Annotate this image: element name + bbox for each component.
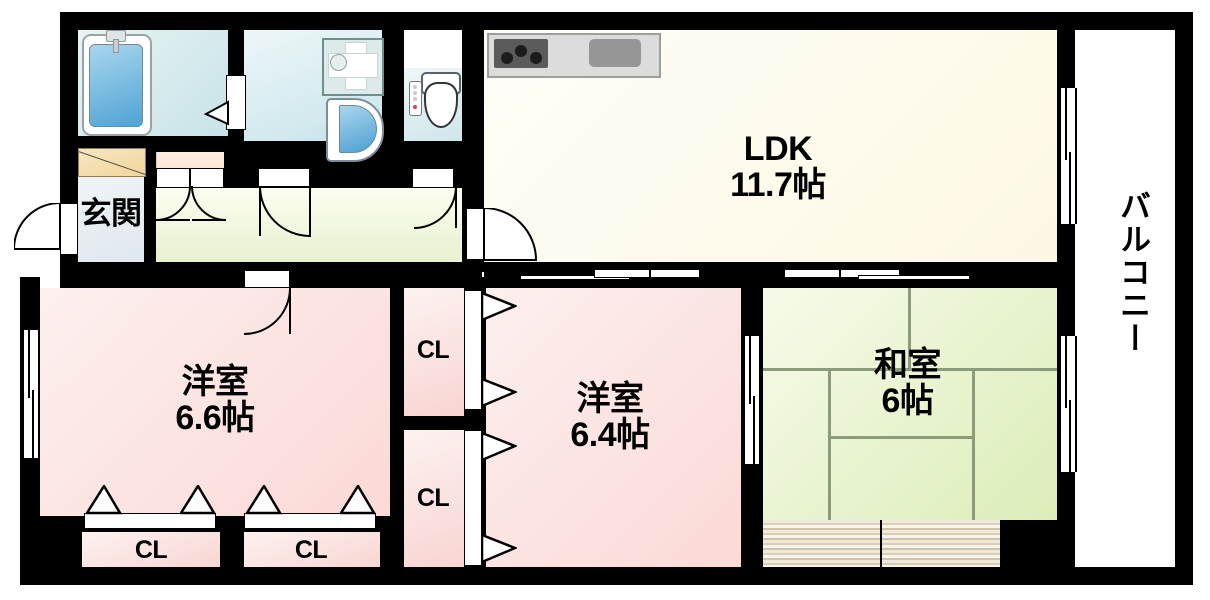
- wall-closet-left-divider: [220, 516, 244, 569]
- door-ldk-swing: [484, 208, 538, 262]
- window-yoshitsu-left: [22, 330, 40, 458]
- door-yoshitsu-left-panel[interactable]: [244, 270, 290, 288]
- yoshitsu-mid-name: 洋室: [576, 380, 645, 418]
- bathtub-spout: [113, 39, 119, 53]
- window-washitsu-balcony: [1059, 336, 1077, 472]
- stove-burner: [501, 52, 513, 64]
- tatami-seam: [908, 288, 911, 368]
- door-ldk-panel[interactable]: [466, 208, 484, 260]
- wall-cl-divider: [390, 416, 478, 430]
- oshiire-door-line: [880, 520, 882, 568]
- closet-fold-mid-4: [481, 534, 517, 564]
- wall-washroom-toilet: [382, 12, 404, 142]
- room-label-genkan: 玄関: [80, 196, 143, 231]
- yoshitsu-mid-size: 6.4帖: [570, 415, 650, 454]
- door-toilet-panel[interactable]: [412, 168, 454, 188]
- washitsu-size: 6帖: [881, 381, 934, 420]
- bathtub-basin: [89, 44, 143, 127]
- washitsu-name: 和室: [874, 346, 942, 384]
- window-yoshitsu-mid: [743, 336, 761, 464]
- closet-left-2: [242, 531, 380, 569]
- wall-right-outer: [1175, 12, 1193, 585]
- room-label-balcony: バルコニー: [1115, 190, 1150, 355]
- closet-door-mid-1a[interactable]: [464, 290, 482, 410]
- yoshitsu-left-name: 洋室: [181, 363, 250, 401]
- wall-washitsu-right-lower: [1000, 520, 1060, 570]
- stove-burner: [530, 52, 542, 64]
- closet-label-mid-1: CL: [416, 336, 450, 364]
- wall-balcony-bottom: [1072, 567, 1193, 585]
- kitchen-sink: [589, 39, 641, 67]
- wall-between-bedrooms: [390, 277, 404, 585]
- door-entrance-swing: [14, 203, 62, 259]
- ldk-name: LDK: [743, 130, 813, 168]
- door-hall-closet-left[interactable]: [156, 168, 190, 188]
- closet-fold-mid-1: [481, 292, 517, 322]
- closet-mid-2: [402, 428, 464, 569]
- door-washroom-panel[interactable]: [258, 168, 310, 188]
- wall-top: [60, 12, 1193, 30]
- door-hall-closet-swing-right: [190, 186, 226, 222]
- room-label-yoshitsu-mid: 洋室 6.4帖: [490, 380, 730, 454]
- closet-label-mid-2: CL: [416, 484, 450, 512]
- yoshitsu-left-size: 6.6帖: [175, 398, 255, 437]
- room-label-yoshitsu-left: 洋室 6.6帖: [90, 363, 340, 437]
- stove-burner: [515, 45, 527, 57]
- wall-closet-left-edge1: [40, 516, 82, 569]
- closet-fold-left-4: [340, 485, 376, 515]
- door-entrance-panel[interactable]: [60, 203, 78, 255]
- toilet-panel-dot: [413, 85, 417, 89]
- tatami-seam: [828, 436, 975, 439]
- closet-left-1: [82, 531, 220, 569]
- toilet-bowl: [424, 82, 458, 128]
- closet-door-left-2[interactable]: [244, 513, 376, 529]
- room-yoshitsu-mid: [485, 288, 741, 569]
- sliding-door-ldk-washitsu[interactable]: [784, 268, 970, 284]
- door-hall-closet-right[interactable]: [190, 168, 224, 188]
- closet-label-left-1: CL: [134, 536, 168, 564]
- closet-fold-left-2: [180, 485, 216, 515]
- closet-fold-left-1: [86, 485, 122, 515]
- wall-bottom: [20, 567, 1075, 585]
- window-ldk-balcony: [1059, 88, 1077, 224]
- closet-door-left-1[interactable]: [84, 513, 216, 529]
- closet-fold-left-3: [246, 485, 282, 515]
- closet-label-left-2: CL: [294, 536, 328, 564]
- wall-toilet-ldk: [462, 12, 484, 272]
- room-yoshitsu-left: [40, 288, 390, 516]
- sliding-door-ldk-yoshitsu[interactable]: [520, 268, 700, 284]
- tatami-seam: [762, 368, 1057, 371]
- wall-genkan-right: [144, 136, 156, 272]
- tatami-seam: [972, 368, 975, 520]
- room-label-ldk: LDK 11.7帖: [648, 130, 908, 204]
- ldk-size: 11.7帖: [730, 165, 826, 204]
- tatami-seam: [828, 368, 831, 520]
- door-toilet-swing: [412, 186, 458, 230]
- wall-closet-left-edge2: [380, 516, 392, 569]
- closet-fold-mid-2: [481, 378, 517, 408]
- door-yoshitsu-left-swing: [244, 288, 292, 336]
- closet-fold-mid-3: [481, 432, 517, 462]
- closet-door-mid-2a[interactable]: [464, 430, 482, 566]
- washing-machine-drain: [330, 54, 347, 71]
- closet-mid-1: [402, 288, 464, 416]
- toilet-panel-dot: [413, 91, 417, 95]
- door-bathroom-fold: [204, 100, 230, 126]
- door-washroom-swing: [258, 186, 312, 238]
- room-label-washitsu: 和室 6帖: [790, 346, 1025, 420]
- toilet-panel-dot: [413, 97, 417, 101]
- toilet-panel-dot-active: [413, 105, 417, 109]
- shoe-cabinet: [78, 148, 146, 177]
- door-hall-closet-swing-left: [156, 186, 192, 222]
